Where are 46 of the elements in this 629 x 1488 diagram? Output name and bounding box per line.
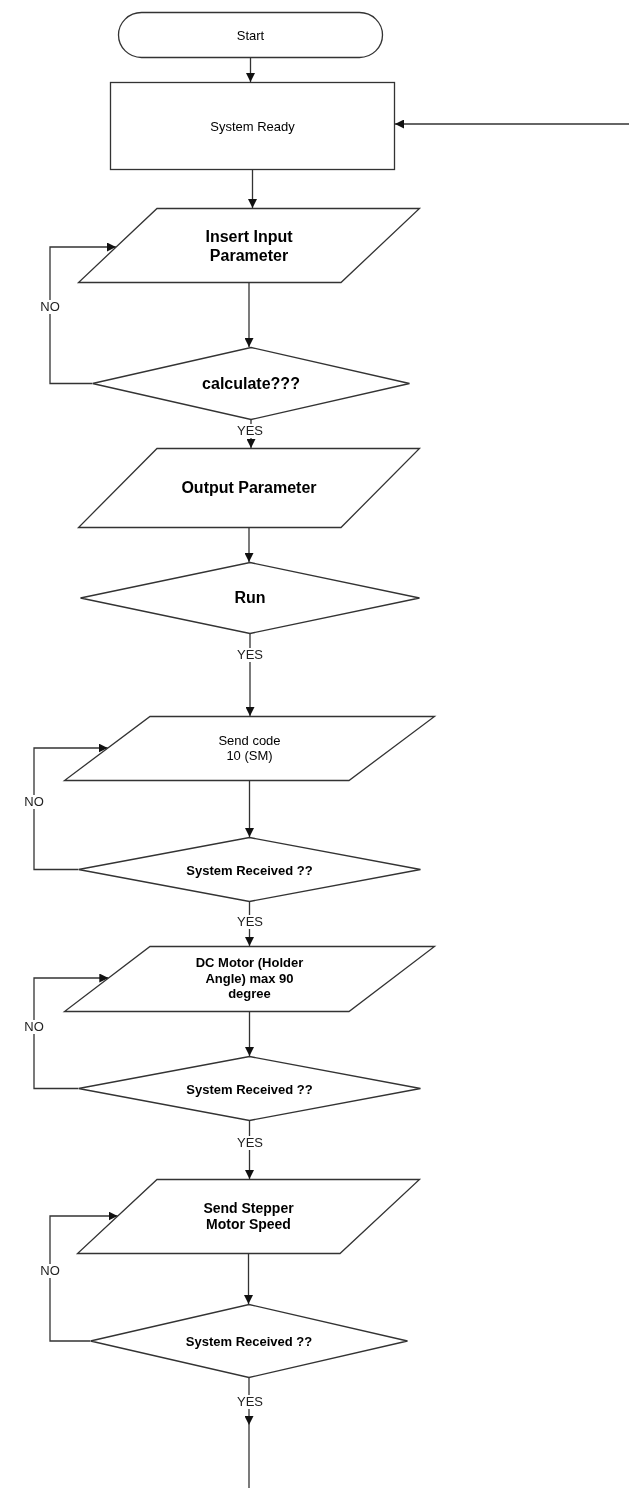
node-label: Send code 10 (SM) <box>217 732 282 764</box>
arrow <box>246 57 255 83</box>
arrow <box>244 282 254 348</box>
process-box <box>110 82 395 170</box>
node-label: System Ready <box>210 119 295 135</box>
node-label: Send Stepper Motor Speed <box>202 1199 295 1234</box>
edge-label: YES <box>236 648 264 662</box>
edge-label: YES <box>236 1136 264 1150</box>
io-parallelogram <box>78 208 420 283</box>
decision-diamond <box>90 1304 408 1378</box>
arrow <box>394 119 629 129</box>
arrow <box>245 780 254 838</box>
arrow <box>248 169 257 209</box>
io-parallelogram <box>77 1179 420 1254</box>
node-label: Run <box>234 588 266 608</box>
edge-label: YES <box>236 1395 264 1409</box>
arrow <box>245 633 255 717</box>
arrow <box>33 743 109 871</box>
node-label: System Received ?? <box>186 1081 313 1098</box>
decision-diamond <box>78 837 421 902</box>
edge-label: YES <box>236 424 264 438</box>
edge-label: YES <box>236 915 264 929</box>
edge-label: NO <box>39 300 61 314</box>
node-label: System Received ?? <box>185 1334 313 1350</box>
node-label: calculate??? <box>202 373 300 394</box>
terminal-shape <box>118 12 383 58</box>
io-parallelogram <box>78 448 420 528</box>
arrow <box>244 527 254 563</box>
io-parallelogram <box>64 716 435 781</box>
node-label: DC Motor (Holder Angle) max 90 degree <box>194 955 305 1003</box>
edge-label: NO <box>23 1020 45 1034</box>
arrow <box>49 1211 119 1342</box>
decision-diamond <box>92 347 410 420</box>
io-parallelogram <box>64 946 435 1012</box>
arrow <box>244 1253 253 1305</box>
decision-diamond <box>80 562 420 634</box>
node-label: Start <box>236 28 265 44</box>
node-label: System Received ?? <box>186 862 313 879</box>
arrow <box>49 242 117 385</box>
edge-label: NO <box>23 795 45 809</box>
decision-diamond <box>78 1056 421 1121</box>
node-label: Insert Input Parameter <box>204 226 294 265</box>
edge-label: NO <box>39 1264 61 1278</box>
node-label: Output Parameter <box>181 478 317 498</box>
arrow <box>33 973 109 1090</box>
arrow <box>245 1011 254 1057</box>
